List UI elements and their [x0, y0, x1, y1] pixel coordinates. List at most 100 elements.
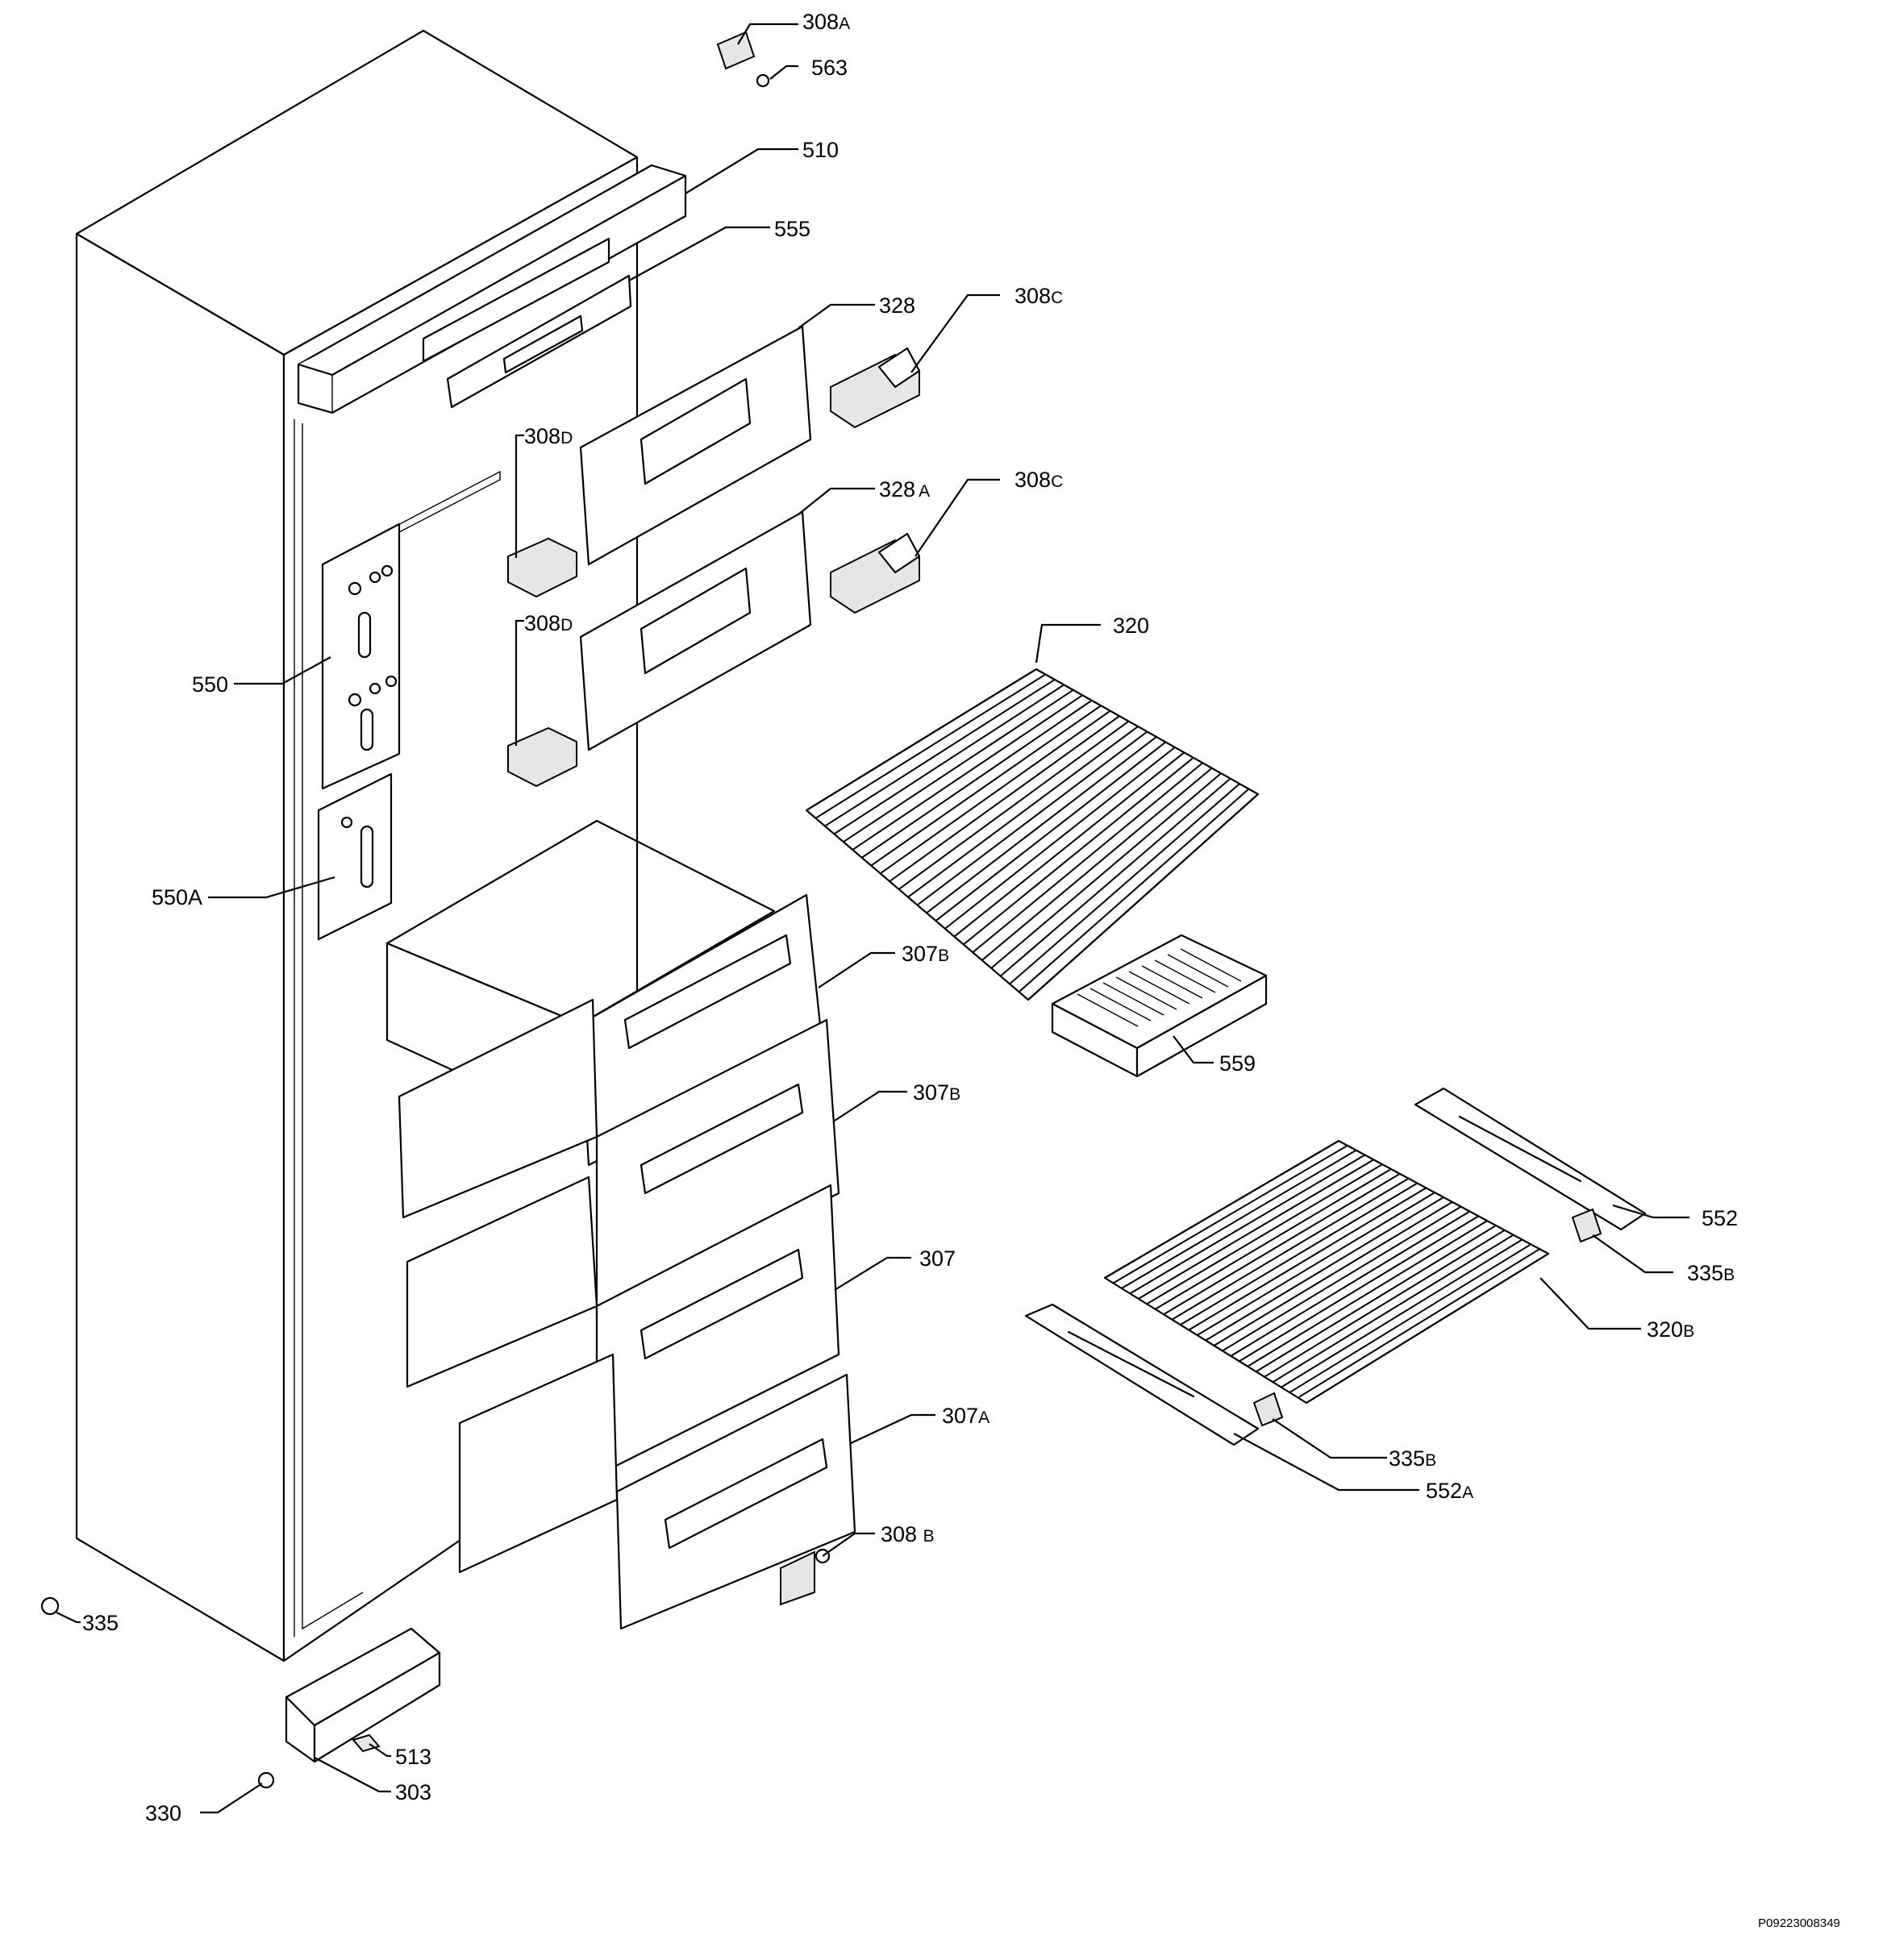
cap-335 [40, 1596, 60, 1616]
shelf-wire [953, 751, 1185, 938]
shelf-wire [990, 772, 1222, 969]
shelf-wire [999, 777, 1231, 977]
shelf-wire [1009, 783, 1240, 985]
door-balcony-550 [321, 470, 501, 790]
callout-328: 328 [879, 293, 915, 318]
tray-slot [1154, 959, 1216, 993]
shelf-wire [1163, 1172, 1401, 1316]
callout-308c-upper: 308C [1014, 284, 1063, 308]
hinge-308d-upper [507, 537, 577, 598]
shelf-wire [1222, 1205, 1462, 1352]
shelf-wire [1104, 1140, 1339, 1279]
drawer-307b-second [398, 998, 840, 1316]
callout-552: 552 [1702, 1206, 1738, 1230]
ice-tray-559 [1051, 934, 1268, 1078]
shelf-wire [889, 715, 1120, 882]
callout-307b-top: 307B [902, 942, 949, 966]
callout-335: 335 [82, 1611, 119, 1635]
shelf-wire [935, 741, 1167, 922]
tray-slot [1102, 982, 1164, 1016]
shelf-wire [1018, 788, 1250, 992]
shelf-wire [1188, 1187, 1427, 1331]
shelf-wire [843, 689, 1074, 843]
display-panel [446, 274, 632, 409]
callout-513: 513 [395, 1745, 431, 1769]
shelf-wire [963, 757, 1194, 946]
hinge-308c-upper [830, 347, 921, 429]
shelf-wire [1121, 1149, 1357, 1289]
callout-308d-lower: 308D [524, 611, 573, 635]
shelf-wire [1289, 1243, 1531, 1393]
tray-slot [1115, 976, 1177, 1010]
callout-552a: 552A [1426, 1479, 1473, 1503]
shelf-wire [1264, 1229, 1506, 1378]
shelf-wire [1272, 1234, 1514, 1384]
foot-330 [257, 1771, 275, 1789]
leader-lines [56, 23, 1689, 1814]
shelf-wire [880, 710, 1111, 875]
shelf-wire [944, 747, 1176, 930]
shelf-wire [1239, 1215, 1479, 1363]
tray-slot [1128, 971, 1190, 1005]
tray-slot [1180, 948, 1242, 982]
callout-307: 307 [919, 1246, 956, 1271]
shelf-wire [1306, 1253, 1549, 1404]
shelf-wire [861, 699, 1093, 859]
shelf-wire [981, 767, 1213, 961]
callout-308a: 308A [802, 10, 850, 34]
shelf-wire [1180, 1182, 1419, 1325]
callout-335b-upper: 335B [1687, 1261, 1735, 1285]
callout-307b-second: 307B [913, 1080, 960, 1105]
tray-slot [1141, 965, 1203, 999]
shelf-wire [1255, 1225, 1497, 1373]
shelf-wire [972, 762, 1203, 954]
callout-550a: 550A [152, 885, 202, 909]
shelf-wire [1213, 1201, 1453, 1346]
shelf-wire [898, 720, 1130, 890]
hinge-308c-lower [830, 532, 921, 614]
callout-555: 555 [774, 217, 810, 241]
shelf-wire [1129, 1154, 1366, 1295]
tray-slot [1077, 993, 1139, 1027]
reference-code: P09223008349 [1758, 1916, 1840, 1930]
door-balcony-550a [317, 772, 393, 941]
shelf-wire [1112, 1144, 1348, 1284]
shelf-wire [824, 679, 1056, 827]
shelf-wire [806, 668, 1037, 811]
control-panel-housing [297, 164, 687, 414]
callout-308c-lower: 308C [1014, 468, 1063, 492]
shelf-wire [1154, 1168, 1392, 1310]
drawer-307a [458, 1353, 856, 1630]
callout-559: 559 [1219, 1051, 1256, 1076]
callout-320: 320 [1113, 614, 1149, 638]
shelf-wire [815, 673, 1046, 819]
rail-552a [1024, 1303, 1260, 1446]
shelf-wire [916, 730, 1148, 906]
shelf-wire [1138, 1159, 1374, 1300]
shelf-wire [1247, 1220, 1488, 1367]
kick-plate-303 [285, 1627, 441, 1763]
screw-563 [756, 73, 770, 88]
shelf-wire [907, 726, 1139, 898]
shelf-wire [1298, 1248, 1540, 1399]
flap-328a [579, 510, 812, 751]
callout-320b: 320B [1647, 1317, 1694, 1342]
hinge-308d-lower [507, 726, 577, 788]
top-hinge-308a [716, 31, 756, 70]
clip-335b-lower [1252, 1392, 1284, 1427]
shelf-wire [1205, 1196, 1444, 1342]
tray-slot [1167, 954, 1229, 988]
drawer-307 [406, 1176, 840, 1477]
callout-550: 550 [192, 672, 228, 697]
wire-shelf-320b [1103, 1139, 1550, 1404]
wire-shelf-320 [805, 668, 1260, 1001]
tray-slot [1089, 988, 1152, 1022]
callout-308d-upper: 308D [524, 424, 573, 448]
callout-308b: 308 B [881, 1522, 935, 1546]
callout-335b-lower: 335B [1389, 1446, 1436, 1471]
callout-510: 510 [802, 138, 839, 162]
rail-552 [1414, 1087, 1647, 1231]
clip-335b-upper [1571, 1208, 1602, 1243]
